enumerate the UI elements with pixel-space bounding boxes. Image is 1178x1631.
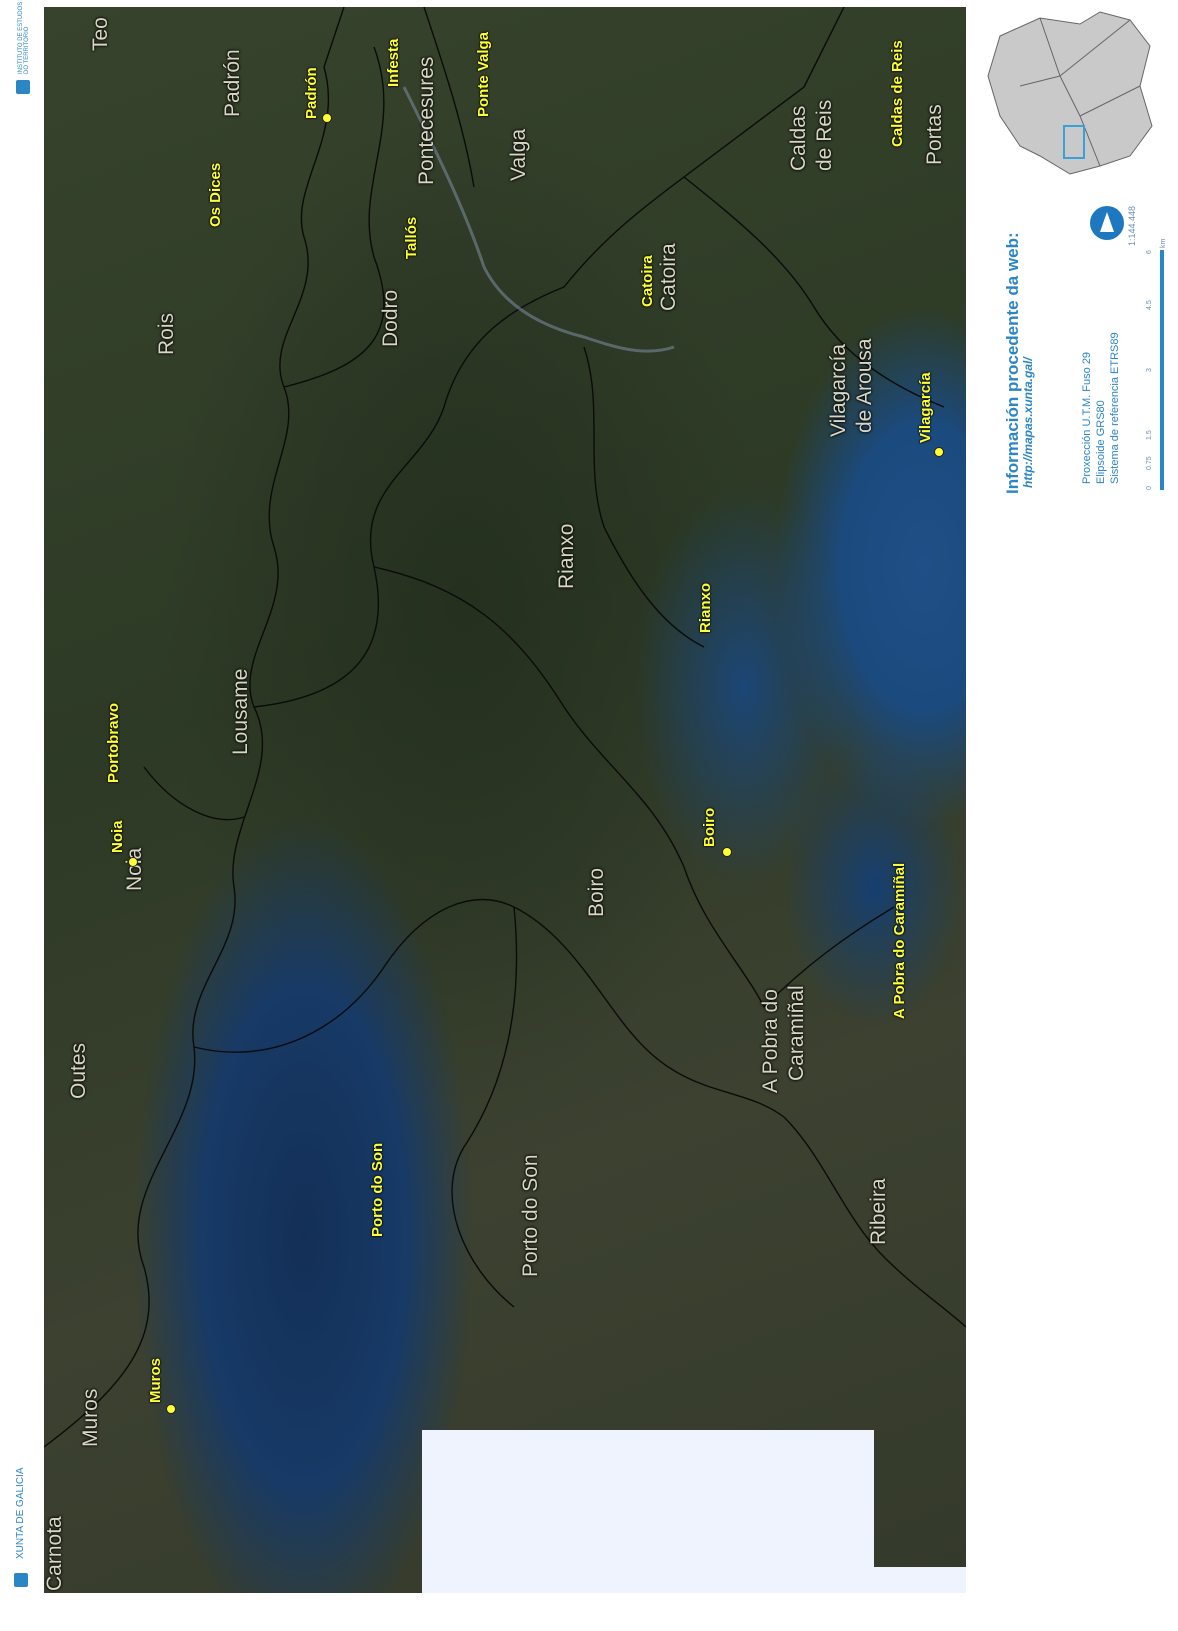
xunta-logo: XUNTA DE GALICIA (6, 1467, 186, 1631)
scale-bar (1160, 250, 1164, 490)
town-dot-noia (128, 857, 138, 867)
municipality-label-padron: Padrón (221, 49, 244, 117)
scale-tick-6: 6 (1146, 250, 1153, 254)
municipality-label-noia: Noia (123, 847, 146, 891)
town-label-rianxo: Rianxo (697, 582, 714, 633)
municipality-label-boiro: Boiro (585, 867, 608, 917)
town-label-portobravo: Portobravo (105, 702, 122, 783)
town-label-padron: Padrón (303, 67, 320, 119)
town-dot-muros (166, 1404, 176, 1414)
scale-tick-075: 0.75 (1146, 456, 1153, 470)
instituto-text: INSTITUTO DE ESTUDOS DO TERRITORIO (18, 1, 30, 74)
town-label-porto-do-son: Porto do Son (369, 1142, 386, 1237)
xunta-text: XUNTA DE GALICIA (15, 1467, 26, 1559)
town-label-boiro: Boiro (701, 807, 718, 847)
municipality-label-lousame: Lousame (229, 668, 252, 755)
ellipsoid-text: Elipsoide GRS80 (1095, 400, 1107, 484)
municipality-label-dodro: Dodro (379, 289, 402, 347)
municipality-label-de-reis: de Reis (813, 99, 836, 171)
no-data-area (422, 1430, 874, 1593)
municipality-label-portas: Portas (923, 104, 946, 165)
municipality-label-caraminal: Caramiñal (785, 985, 808, 1081)
scale-tick-45: 4.5 (1146, 300, 1153, 310)
municipality-label-muros: Muros (79, 1388, 102, 1447)
municipality-label-catoira: Catoira (657, 243, 680, 311)
municipality-label-outes: Outes (67, 1042, 90, 1099)
locator-map (987, 11, 1153, 175)
municipal-boundaries (44, 7, 966, 1448)
municipality-label-ribeira: Ribeira (867, 1178, 890, 1245)
projection-text: Proxección U.T.M. Fuso 29 (1081, 351, 1093, 484)
north-arrow-icon (1090, 206, 1124, 240)
municipality-label-porto-do-son: Porto do Son (519, 1154, 542, 1277)
no-data-area-2 (874, 1567, 966, 1593)
town-label-ponte-valga: Ponte Valga (475, 31, 492, 117)
scale-tick-3: 3 (1146, 368, 1153, 372)
town-label-a-pobra-do-caraminal: A Pobra do Caramiñal (891, 862, 908, 1019)
instituto-emblem-icon (16, 80, 30, 94)
reference-text: Sistema de referencia ETRS89 (1109, 332, 1121, 484)
town-label-muros: Muros (147, 1358, 164, 1403)
town-dot-vilagarcia (934, 447, 944, 457)
town-label-infesta: Infesta (385, 38, 402, 87)
scale-unit: km (1160, 238, 1167, 248)
instituto-logo: INSTITUTO DE ESTUDOS DO TERRITORIO (6, 0, 44, 100)
municipality-label-vilagarcia: Vilagarcía (827, 343, 850, 437)
municipality-label-de-arousa: de Arousa (853, 338, 876, 433)
town-label-catoira: Catoira (639, 255, 656, 307)
town-dot-padron (322, 113, 332, 123)
scale-tick-15: 1.5 (1146, 430, 1153, 440)
town-label-vilagarcia: Vilagarcía (917, 372, 934, 443)
municipality-label-rianxo: Rianxo (555, 523, 578, 589)
info-title: Información procedente da web: (1003, 232, 1022, 494)
town-dot-boiro (722, 847, 732, 857)
locator-highlight (1063, 125, 1085, 159)
info-url: http://mapas.xunta.gal/ (1021, 357, 1035, 488)
xunta-emblem-icon (14, 1573, 28, 1587)
municipality-label-pontecesures: Pontecesures (415, 56, 438, 185)
town-label-os-dices: Os Dices (207, 162, 224, 227)
municipality-label-teo: Teo (89, 17, 112, 51)
satellite-map[interactable]: Teo Padrón Pontecesures Valga Caldas de … (44, 7, 966, 1593)
scale-ratio: 1:144.448 (1127, 205, 1137, 246)
town-label-tallos: Tallós (403, 216, 420, 259)
town-label-caldas-de-reis: Caldas de Reis (889, 40, 906, 147)
municipality-label-rois: Rois (155, 312, 178, 355)
municipality-label-carnota: Carnota (44, 1516, 66, 1591)
scale-tick-0: 0 (1146, 486, 1153, 490)
town-label-noia: Noia (109, 820, 126, 853)
municipality-label-a-pobra-do: A Pobra do (759, 989, 782, 1093)
municipality-label-valga: Valga (507, 128, 530, 181)
municipality-label-caldas: Caldas (787, 105, 810, 171)
